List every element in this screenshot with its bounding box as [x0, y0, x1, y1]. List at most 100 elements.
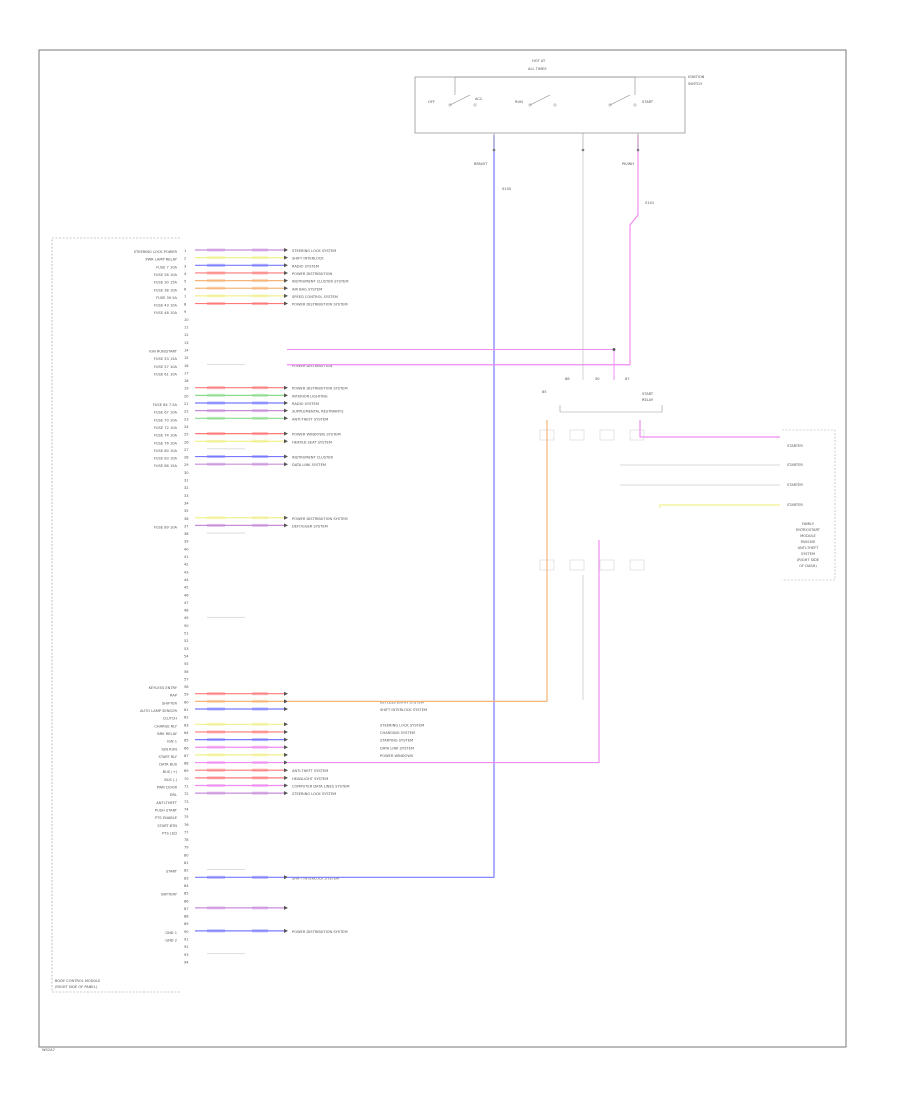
- svg-text:ANTI-THEFT: ANTI-THEFT: [798, 546, 820, 550]
- bcm-left-label-lower: KEYLESS ENTRY: [149, 686, 178, 690]
- bcm-pin-number: 56: [184, 670, 189, 674]
- connector-block: [599, 429, 615, 441]
- wire-color-tag: [207, 386, 225, 390]
- wire-color-tag: [207, 929, 225, 933]
- bcm-left-label: FUSE 80 10A: [154, 449, 178, 453]
- wire-arrow: [284, 699, 288, 704]
- wire-color-tag: [207, 462, 225, 466]
- wire-arrow: [284, 431, 288, 436]
- destination-lower: ANTI-THEFT SYSTEM: [292, 769, 328, 773]
- destination-mid: RADIO SYSTEM: [292, 402, 319, 406]
- bcm-pin-number: 25: [184, 433, 189, 437]
- wire-color-tag: [252, 906, 268, 910]
- destination-lower: STARTING SYSTEM: [380, 739, 413, 743]
- bcm-pin-number: 23: [184, 417, 189, 421]
- wire-arrow: [284, 439, 288, 444]
- wire-arrow: [284, 270, 288, 275]
- wire-color-tag: [252, 875, 268, 879]
- ignition-header-1: HOT AT: [532, 59, 546, 63]
- bcm-pin-number: 27: [184, 448, 189, 452]
- bcm-pin-number: 40: [184, 547, 189, 551]
- wire-color-tag: [207, 279, 225, 283]
- wire-code-blue-top: BRN/VT: [474, 162, 488, 166]
- wire-color-tag: [252, 784, 268, 787]
- bcm-pin-number: 37: [184, 524, 189, 528]
- relay-label-1: START: [642, 392, 654, 396]
- bcm-pin-number: 77: [184, 830, 189, 834]
- bcm-pin-number: 41: [184, 555, 189, 559]
- bcm-pin-number: 93: [184, 953, 189, 957]
- wire-arrow: [284, 255, 288, 260]
- bcm-pin-number: 64: [184, 731, 189, 735]
- wire-color-tag: [252, 462, 268, 466]
- wire-color-tag: [207, 263, 225, 267]
- switch-contact-3: [608, 94, 637, 107]
- destination-lower: KEYLESS ENTRY SYSTEM: [380, 700, 424, 704]
- bcm-pin-number: 51: [184, 632, 189, 636]
- bcm-pin-number: 63: [184, 723, 189, 727]
- wire-color-tag: [207, 768, 225, 772]
- wire-color-tag: [252, 722, 268, 726]
- destination-mid: INSTRUMENT CLUSTER: [292, 456, 333, 460]
- wire-color-tag: [207, 753, 225, 757]
- bcm-left-label: FUSE 83 10A: [154, 457, 178, 461]
- destination-lower: SHIFT INTERLOCK SYSTEM: [292, 876, 339, 880]
- bcm-pin-number: 14: [184, 348, 189, 352]
- bcm-left-label-lower: START BTN: [157, 824, 177, 828]
- right-connector-label-2: STARTER: [787, 463, 803, 467]
- wire-arrow: [284, 783, 288, 788]
- bcm-pin-number: 73: [184, 800, 189, 804]
- destination-mid: POWER DISTRIBUTION: [292, 364, 332, 368]
- wire-arrow: [284, 691, 288, 696]
- bcm-pin-number: 61: [184, 708, 189, 712]
- bcm-pin-number: 92: [184, 945, 189, 949]
- wire-arrow: [284, 737, 288, 742]
- bcm-pin-number: 68: [184, 762, 189, 766]
- wire-color-tag: [252, 707, 268, 711]
- bcm-left-label: FUSE 39 5A: [156, 296, 177, 300]
- wire-color-tag: [207, 738, 225, 742]
- bcm-pin-number: 35: [184, 509, 189, 513]
- wire-arrow: [284, 523, 288, 528]
- bcm-pin-number: 78: [184, 838, 189, 842]
- bcm-pin-number: 86: [184, 899, 189, 903]
- wire-color-tag: [207, 393, 225, 397]
- wire-arrow: [284, 278, 288, 283]
- wire-color-tag: [207, 722, 225, 726]
- wire-arrow: [284, 401, 288, 405]
- bcm-pin-number: 47: [184, 601, 189, 605]
- connector-block: [539, 429, 555, 441]
- wire-arrow: [284, 760, 288, 765]
- bcm-left-label: FUSE 48 10A: [154, 311, 178, 315]
- wire-color-tag: [207, 906, 225, 910]
- wire-color-tag: [207, 776, 225, 780]
- connector-block: [599, 559, 615, 571]
- wire-color-tag: [252, 761, 268, 765]
- bcm-pin-number: 20: [184, 394, 189, 398]
- bcm-pin-number: 26: [184, 440, 189, 444]
- bcm-pin-number: 17: [184, 371, 189, 375]
- wire-arrow: [284, 454, 288, 459]
- bcm-pin-number: 1: [184, 249, 186, 253]
- bcm-left-label-lower: IGN 1: [167, 740, 177, 744]
- bcm-pin-number: 76: [184, 823, 189, 827]
- frame-code: W02A7: [42, 1048, 55, 1052]
- relay-pin-87: 87: [625, 377, 630, 381]
- wire-color-tag: [207, 401, 225, 405]
- wire-color-tag: [207, 416, 225, 420]
- splice-p: S101: [645, 201, 654, 205]
- bcm-pin-number: 5: [184, 280, 186, 284]
- bcm-left-label: FUSE 72 10A: [154, 426, 178, 430]
- wire-arrow: [284, 301, 288, 306]
- wire-color-tag: [207, 248, 225, 252]
- wire-color-tag: [207, 875, 225, 879]
- bcm-pin-number: 42: [184, 563, 189, 567]
- bcm-pin-number: 72: [184, 792, 189, 796]
- ignition-lead-node: [492, 148, 496, 152]
- wire-color-tag: [252, 929, 268, 933]
- wire-color-tag: [252, 386, 268, 390]
- svg-text:FAMILY: FAMILY: [802, 522, 815, 526]
- yellow-wire: [659, 504, 780, 508]
- bcm-pin-number: 12: [184, 333, 189, 337]
- bcm-left-label-lower: IGN RUN: [162, 747, 178, 751]
